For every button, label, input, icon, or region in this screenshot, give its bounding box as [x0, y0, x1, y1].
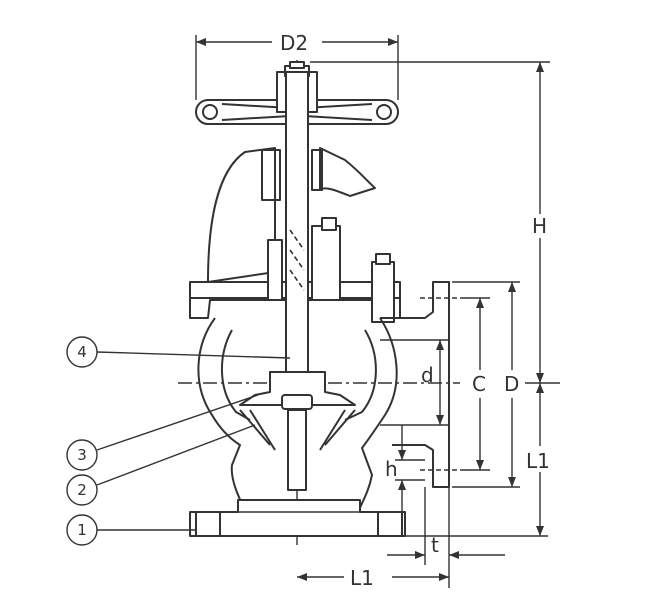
callout-3: 3 — [66, 394, 259, 471]
label-t: t — [431, 533, 439, 557]
callout-4: 4 — [66, 336, 291, 368]
dimension-D2: D2 — [195, 31, 399, 100]
callout-2: 2 — [66, 424, 256, 506]
dimension-t: t — [387, 487, 505, 588]
label-L1-bottom: L1 — [350, 566, 374, 590]
dimension-H: H — [310, 61, 560, 384]
label-L1-right: L1 — [526, 449, 550, 473]
dimension-D: D — [452, 281, 520, 488]
svg-text:4: 4 — [77, 343, 87, 361]
valve-body — [189, 281, 460, 537]
svg-text:2: 2 — [77, 481, 87, 499]
label-D: D — [504, 372, 519, 396]
callout-1: 1 — [66, 514, 196, 546]
label-D2: D2 — [280, 31, 308, 55]
label-d: d — [421, 363, 434, 387]
dimension-h: h — [385, 425, 425, 536]
dimension-C: C — [460, 297, 490, 471]
dimension-d: d — [421, 340, 444, 425]
dimension-L1-right: L1 — [405, 383, 550, 537]
dimension-L1-bottom: L1 — [297, 566, 449, 590]
stem — [285, 71, 309, 393]
svg-text:3: 3 — [77, 446, 87, 464]
bonnet-yoke — [189, 147, 401, 323]
svg-text:1: 1 — [77, 521, 87, 539]
label-H: H — [532, 214, 547, 238]
disc-seat — [239, 371, 356, 491]
label-h: h — [385, 457, 398, 481]
label-C: C — [472, 372, 486, 396]
